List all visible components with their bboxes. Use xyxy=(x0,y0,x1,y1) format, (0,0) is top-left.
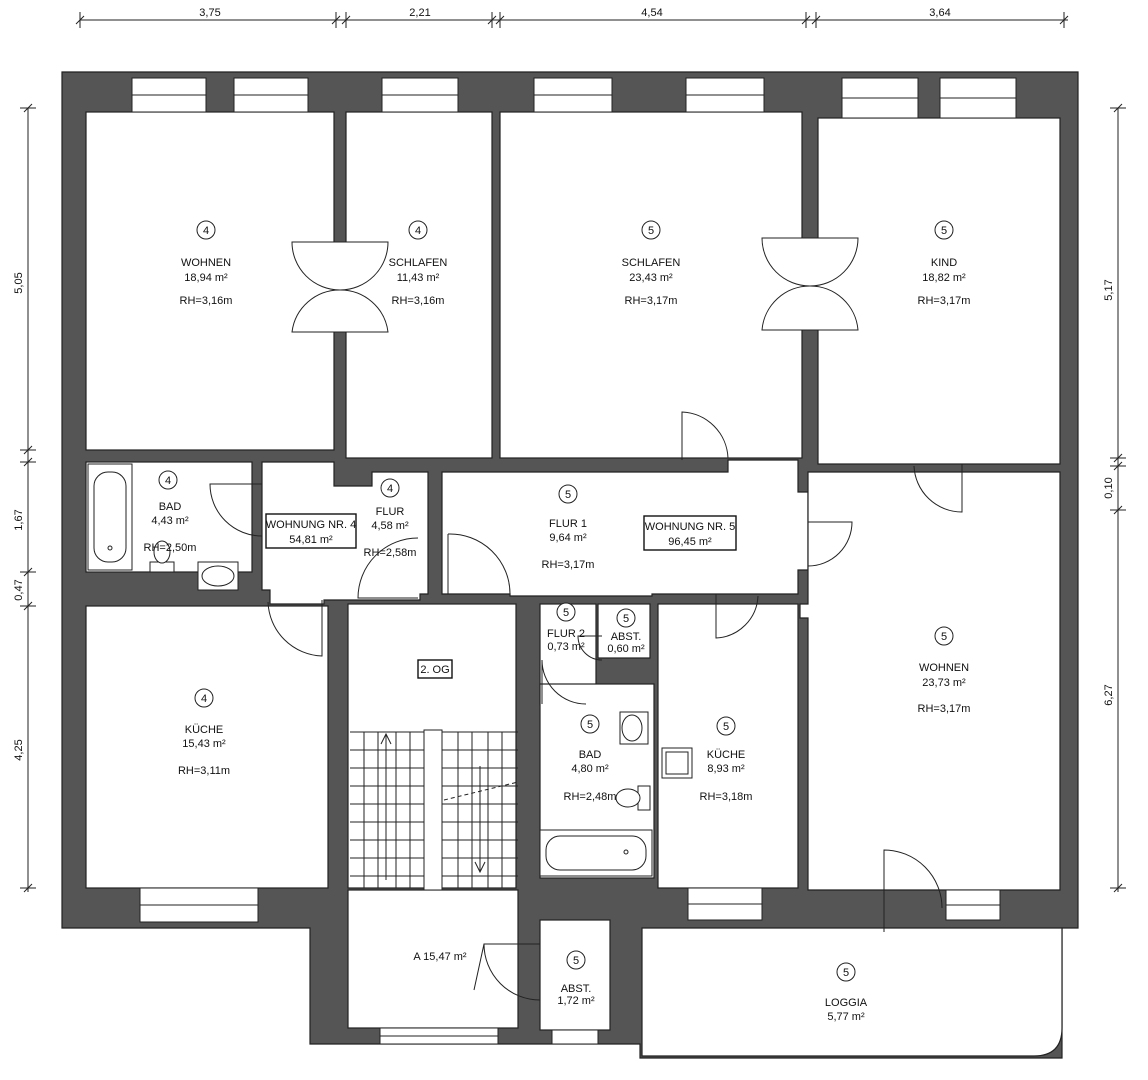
dim-left-1: 5,05 xyxy=(13,272,25,293)
staircase xyxy=(350,729,519,891)
flur2-unit: 5 xyxy=(563,607,569,619)
stair-area: A 15,47 m² xyxy=(413,951,467,963)
dim-left-2: 1,67 xyxy=(13,509,25,530)
room-schlafen-5 xyxy=(499,111,803,459)
flur4-area: 4,58 m² xyxy=(371,520,409,532)
schlafen4-area: 11,43 m² xyxy=(397,272,440,284)
wohnen4-height: RH=3,16m xyxy=(180,295,233,307)
kueche4-height: RH=3,11m xyxy=(178,765,230,777)
dim-top-3: 4,54 xyxy=(641,7,662,19)
room-kind-5 xyxy=(817,117,1061,465)
schlafen5-unit: 5 xyxy=(648,225,654,237)
abst5b-area: 1,72 m² xyxy=(557,995,595,1007)
room-abst-5b xyxy=(539,919,611,1031)
wohnung-4-area: 54,81 m² xyxy=(289,534,333,546)
bad4-height: RH=2,50m xyxy=(144,542,197,554)
flur4-height: RH=2,58m xyxy=(364,547,417,559)
room-wohnen-5 xyxy=(799,471,1061,891)
dim-right-1: 5,17 xyxy=(1103,279,1115,300)
room-kueche-4 xyxy=(85,605,329,889)
schlafen4-height: RH=3,16m xyxy=(392,295,445,307)
wohnung-5-name: WOHNUNG NR. 5 xyxy=(645,521,735,533)
kueche5-name: KÜCHE xyxy=(707,749,746,761)
bad5-height: RH=2,48m xyxy=(564,791,617,803)
flur1-area: 9,64 m² xyxy=(549,532,587,544)
schlafen4-name: SCHLAFEN xyxy=(389,257,448,269)
bad5-name: BAD xyxy=(579,749,602,761)
room-kueche-5 xyxy=(657,603,799,889)
flur2-name: FLUR 2 xyxy=(547,628,585,640)
dim-right-3: 6,27 xyxy=(1103,684,1115,705)
wohnen5-height: RH=3,17m xyxy=(918,703,971,715)
flur4-unit: 4 xyxy=(387,483,393,495)
abst5a-unit: 5 xyxy=(623,613,629,625)
abst5b-unit: 5 xyxy=(573,955,579,967)
kueche4-unit: 4 xyxy=(201,693,207,705)
kind5-unit: 5 xyxy=(941,225,947,237)
floor-label: 2. OG xyxy=(420,664,449,676)
room-flur-1 xyxy=(441,459,809,597)
wohnen5-name: WOHNEN xyxy=(919,662,969,674)
dim-left-4: 4,25 xyxy=(13,739,25,760)
kueche4-area: 15,43 m² xyxy=(182,738,226,750)
dimension-lines: 3,75 2,21 4,54 3,64 5,05 1,67 0,47 4,25 … xyxy=(13,7,1126,893)
wohnen5-unit: 5 xyxy=(941,631,947,643)
kueche5-area: 8,93 m² xyxy=(707,763,745,775)
flur4-name: FLUR xyxy=(376,506,405,518)
dim-right-2: 0,10 xyxy=(1103,477,1115,498)
schlafen5-height: RH=3,17m xyxy=(625,295,678,307)
flur2-area: 0,73 m² xyxy=(547,641,585,653)
bad5-area: 4,80 m² xyxy=(571,763,609,775)
room-labels: 4 WOHNEN 18,94 m² RH=3,16m 4 SCHLAFEN 11… xyxy=(144,220,971,1023)
wohnen4-unit: 4 xyxy=(203,225,209,237)
abst5a-name: ABST. xyxy=(611,631,642,643)
dim-top-2: 2,21 xyxy=(409,7,430,19)
kind5-area: 18,82 m² xyxy=(922,272,966,284)
dim-top-4: 3,64 xyxy=(929,7,950,19)
wohnen5-area: 23,73 m² xyxy=(922,677,966,689)
windows xyxy=(131,77,1017,1045)
bad5-unit: 5 xyxy=(587,719,593,731)
flur1-unit: 5 xyxy=(565,489,571,501)
abst5b-name: ABST. xyxy=(561,983,592,995)
bad4-name: BAD xyxy=(159,501,182,513)
room-loggia-5 xyxy=(641,927,1063,1057)
wohnen4-name: WOHNEN xyxy=(181,257,231,269)
dim-left-3: 0,47 xyxy=(13,579,25,600)
room-schlafen-4 xyxy=(345,111,493,459)
doors xyxy=(209,237,963,1001)
loggia5-area: 5,77 m² xyxy=(827,1011,865,1023)
fixtures xyxy=(87,463,693,877)
unit-labels: WOHNUNG NR. 4 54,81 m² WOHNUNG NR. 5 96,… xyxy=(265,513,737,963)
kueche5-height: RH=3,18m xyxy=(700,791,753,803)
room-wohnen-4 xyxy=(85,111,335,451)
wohnen4-area: 18,94 m² xyxy=(184,272,228,284)
bad4-unit: 4 xyxy=(165,475,171,487)
kueche5-unit: 5 xyxy=(723,721,729,733)
loggia5-name: LOGGIA xyxy=(825,997,868,1009)
flur1-height: RH=3,17m xyxy=(542,559,595,571)
room-stair-landing xyxy=(347,889,519,1029)
bad4-area: 4,43 m² xyxy=(151,515,189,527)
wohnung-5-area: 96,45 m² xyxy=(668,536,712,548)
wohnung-4-name: WOHNUNG NR. 4 xyxy=(266,519,356,531)
schlafen5-area: 23,43 m² xyxy=(629,272,673,284)
flur1-name: FLUR 1 xyxy=(549,518,587,530)
dim-top-1: 3,75 xyxy=(199,7,220,19)
kind5-name: KIND xyxy=(931,257,957,269)
kind5-height: RH=3,17m xyxy=(918,295,971,307)
schlafen5-name: SCHLAFEN xyxy=(622,257,681,269)
kueche4-name: KÜCHE xyxy=(185,724,224,736)
loggia5-unit: 5 xyxy=(843,967,849,979)
schlafen4-unit: 4 xyxy=(415,225,421,237)
abst5a-area: 0,60 m² xyxy=(607,643,645,655)
